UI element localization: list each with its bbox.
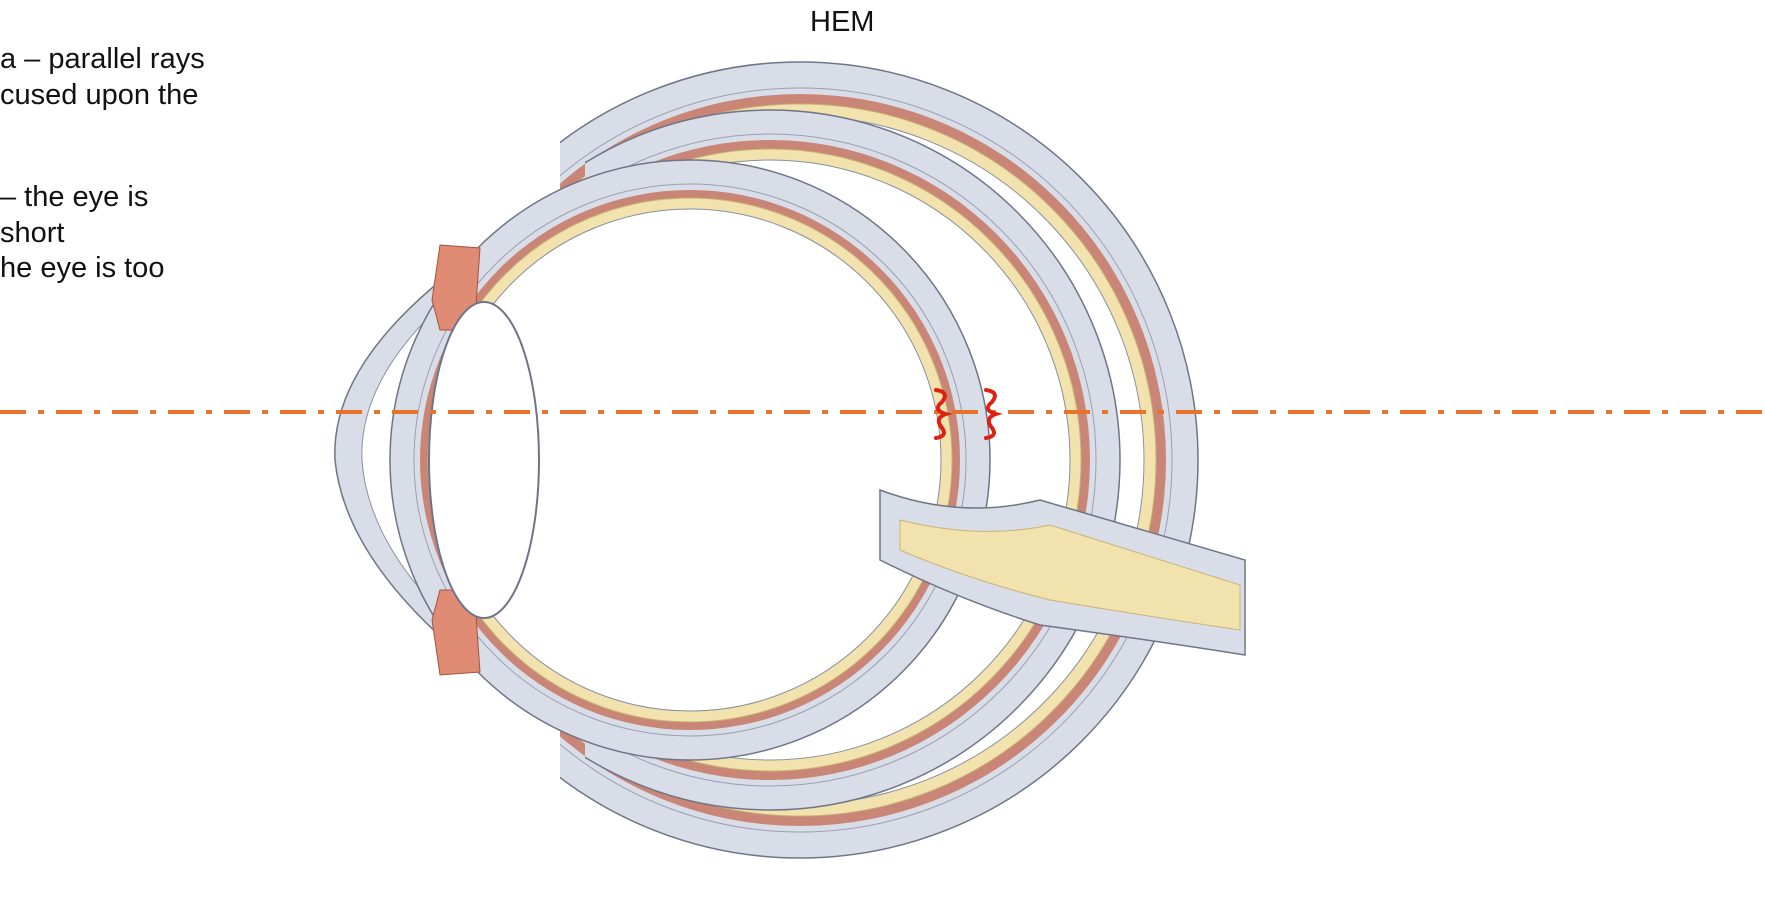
- main-eyeball: [335, 160, 990, 760]
- lens: [429, 302, 539, 618]
